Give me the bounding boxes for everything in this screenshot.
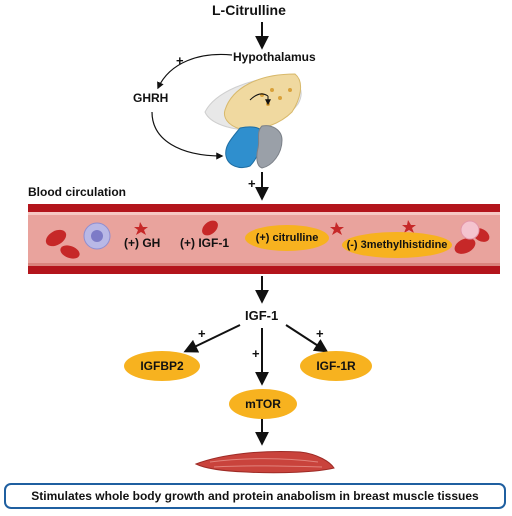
conclusion-text: Stimulates whole body growth and protein… (31, 489, 479, 503)
igfbp2-oval: IGFBP2 (124, 351, 200, 381)
igf1r-oval: IGF-1R (300, 351, 372, 381)
breast-muscle-illustration (194, 451, 335, 474)
citrulline-oval: (+) citrulline (245, 225, 329, 251)
hypothalamus-label: Hypothalamus (233, 50, 316, 64)
arrow-ghrh-to-pituitary (151, 111, 224, 160)
igf1-label: IGF-1 (245, 308, 279, 323)
gh-label: (+) GH (124, 236, 161, 250)
conclusion-box: Stimulates whole body growth and protein… (4, 483, 506, 509)
arrow-hypothalamus-to-ghrh (157, 53, 233, 90)
citrulline-label: (+) citrulline (255, 232, 319, 244)
blood-circulation-label: Blood circulation (28, 185, 127, 199)
arrow-igf1-to-igf1r (285, 324, 329, 353)
methylhistidine-oval: (-) 3methylhistidine (342, 232, 452, 258)
igf1r-label: IGF-1R (316, 359, 356, 373)
ghrh-feedback-sign: + (176, 53, 184, 68)
igf1-blood-label: (+) IGF-1 (180, 236, 230, 250)
mtor-label: mTOR (245, 397, 281, 411)
to-blood-sign: + (248, 176, 256, 191)
arrow-igf1-to-igfbp2 (183, 324, 241, 353)
ghrh-label: GHRH (133, 91, 169, 105)
to-mtor-sign: + (252, 346, 260, 361)
to-igf1r-sign: + (316, 326, 324, 341)
to-igfbp2-sign: + (198, 326, 206, 341)
mtor-oval: mTOR (229, 389, 297, 419)
igfbp2-label: IGFBP2 (140, 359, 184, 373)
methylhistidine-label: (-) 3methylhistidine (346, 239, 448, 251)
hypothalamus-pituitary-illustration (204, 73, 302, 169)
l-citrulline-label: L-Citrulline (212, 2, 286, 18)
